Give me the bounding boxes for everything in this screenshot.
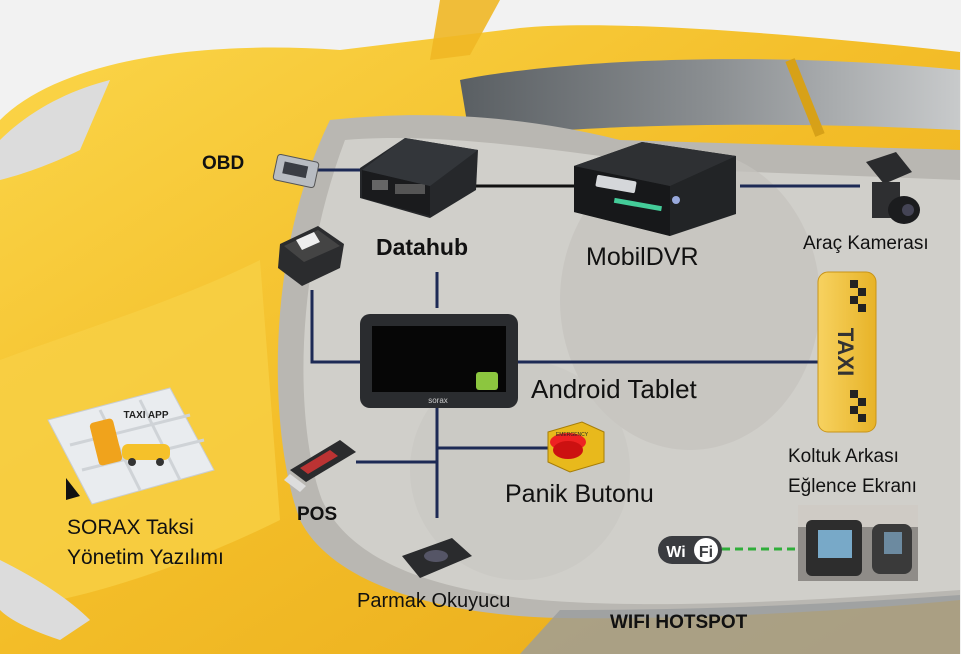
line-printer-tablet <box>310 290 362 364</box>
label-seatback-line2: Eğlence Ekranı <box>788 476 917 497</box>
label-pos: POS <box>297 504 338 525</box>
fingerprint-reader-device <box>402 538 472 578</box>
android-tablet-device: sorax <box>360 314 518 408</box>
emergency-text: EMERGENCY <box>556 432 589 438</box>
printer-device <box>278 226 344 286</box>
label-sorax-line2: Yönetim Yazılımı <box>67 546 224 569</box>
android-icon <box>476 372 498 390</box>
label-sorax-line1: SORAX Taksi <box>67 516 194 539</box>
obd-device <box>272 153 320 189</box>
label-sorax-software: SORAX Taksi Yönetim Yazılımı <box>67 513 224 573</box>
seatback-screen-photo <box>798 505 918 581</box>
label-datahub: Datahub <box>376 234 468 260</box>
wifi-badge-right-text: Fi <box>699 544 713 561</box>
label-fingerprint-reader: Parmak Okuyucu <box>357 590 511 612</box>
taxi-app-illustration: TAXI APP <box>47 387 215 505</box>
taxi-sign-text: TAXI <box>833 328 858 376</box>
vehicle-camera-device <box>866 152 920 224</box>
label-mobildvr: MobilDVR <box>586 243 699 271</box>
connector-lines <box>310 168 860 518</box>
label-seatback-screen: Koltuk Arkası Eğlence Ekranı <box>788 442 917 502</box>
label-seatback-line1: Koltuk Arkası <box>788 446 899 467</box>
datahub-device <box>360 138 478 218</box>
taxi-app-text: TAXI APP <box>123 410 168 421</box>
wifi-badge-left-text: Wi <box>666 544 685 561</box>
wifi-badge: Wi Fi <box>658 536 722 564</box>
label-android-tablet: Android Tablet <box>531 374 697 404</box>
taxi-roof-sign: TAXI <box>817 271 877 433</box>
label-obd: OBD <box>202 153 245 174</box>
label-panic-button: Panik Butonu <box>505 480 654 508</box>
mobildvr-device <box>574 142 736 236</box>
panic-button-device: EMERGENCY <box>547 421 605 473</box>
tablet-brand-text: sorax <box>428 396 448 405</box>
label-camera: Araç Kamerası <box>803 233 929 254</box>
label-wifi-hotspot: WIFI HOTSPOT <box>610 612 748 633</box>
pos-device <box>284 440 356 492</box>
